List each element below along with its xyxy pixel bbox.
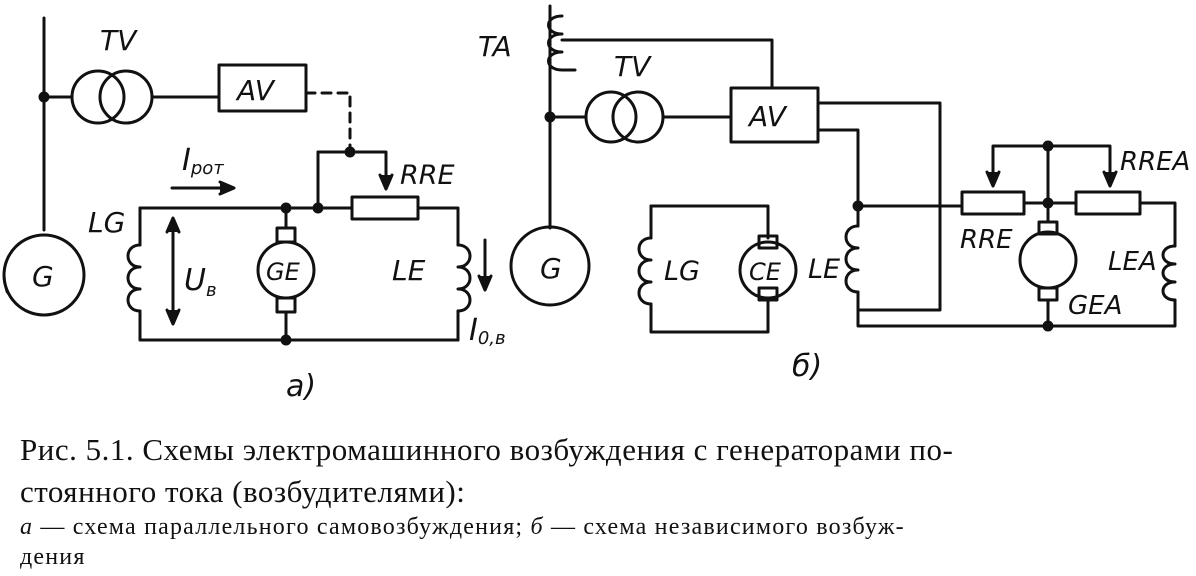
label-ta: TA <box>478 30 512 63</box>
legend-text-b: — схема независимого возбуж- <box>543 514 905 540</box>
panel-label-b: б) <box>792 349 822 384</box>
rheostat-rre-b <box>960 190 1026 216</box>
caption-legend: а — схема параллельного самовозбуждения;… <box>20 514 905 541</box>
label-lg-a: LG <box>88 206 125 239</box>
diagram-a <box>2 16 493 346</box>
label-lg-b: LG <box>664 256 700 287</box>
label-u-a: Uв <box>184 263 217 301</box>
label-g-a: G <box>32 260 54 293</box>
transformer-tv-b-coil1 <box>584 90 638 144</box>
transformer-tv-a-coil1 <box>70 69 126 125</box>
legend-key-a: а <box>20 514 34 540</box>
label-tv-b: TV <box>614 50 652 83</box>
label-le-a: LE <box>392 254 426 287</box>
exciter-gea <box>1018 230 1078 290</box>
label-av-b: AV <box>747 100 788 133</box>
label-ce: CE <box>749 258 782 286</box>
rheostat-rre-a <box>350 195 420 221</box>
label-irot-a: Iрот <box>182 143 224 179</box>
legend-text-a: — схема параллельного самовозбуждения; <box>33 514 531 540</box>
regulator-av-a <box>217 63 308 113</box>
caption-line-1: Рис. 5.1. Схемы электромашинного возбужд… <box>20 432 954 467</box>
diagram-b <box>509 4 1177 334</box>
label-rre-b: RRE <box>960 225 1013 255</box>
excitation-schemes-figure: TV AV Iрот RRE LG Uв GE LE I0,в G а) TA … <box>2 4 1190 404</box>
label-rrea: RREA <box>1120 147 1190 177</box>
regulator-av-b <box>729 86 820 144</box>
label-lea: LEA <box>1108 247 1157 277</box>
label-tv-a: TV <box>100 24 138 57</box>
coil-lg-a <box>126 243 142 313</box>
caption-legend-line-2: дения <box>20 544 86 570</box>
generator-g-b <box>509 225 591 307</box>
exciter-ce <box>738 240 798 300</box>
rheostat-rrea <box>1074 190 1142 216</box>
label-g-b: G <box>540 252 562 285</box>
label-le-b: LE <box>808 254 840 285</box>
transformer-tv-b-coil2 <box>611 90 665 144</box>
label-av-a: AV <box>235 74 276 107</box>
current-transformer-ta <box>547 14 564 72</box>
label-i0-a: I0,в <box>469 313 506 349</box>
coil-le-b <box>844 224 860 294</box>
coil-lea <box>1161 244 1177 302</box>
coil-lg-b <box>637 236 653 306</box>
legend-key-b: б <box>530 514 544 540</box>
control-link-dashed-a <box>304 91 352 152</box>
label-ge-a: GE <box>266 258 301 286</box>
caption-line-2: стоянного тока (возбудителями): <box>20 474 466 509</box>
label-rre-a: RRE <box>400 160 455 191</box>
transformer-tv-a-coil2 <box>98 69 154 125</box>
panel-label-a: а) <box>286 369 316 404</box>
coil-le-a <box>456 243 472 313</box>
label-gea: GEA <box>1068 291 1122 321</box>
